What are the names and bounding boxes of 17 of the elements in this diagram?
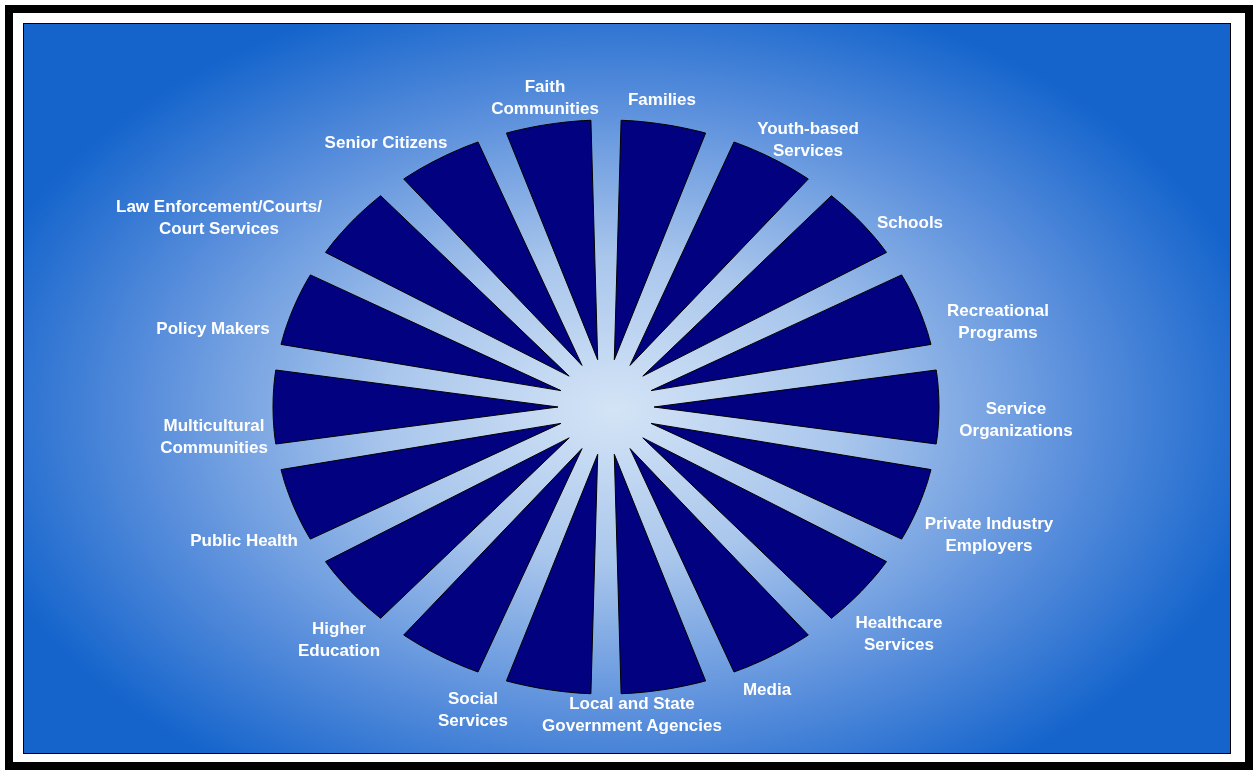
segment-label: Media — [741, 679, 793, 701]
segment-label: Private Industry Employers — [923, 513, 1055, 557]
segment-label: Healthcare Services — [854, 612, 944, 656]
segment-label: Law Enforcement/Courts/ Court Services — [115, 196, 323, 240]
segment-label: Multicultural Communities — [159, 415, 269, 459]
segment-label: Service Organizations — [958, 398, 1074, 442]
segment-label: Social Services — [437, 688, 509, 732]
segment-label: Higher Education — [296, 618, 382, 662]
segment-label: Families — [626, 89, 697, 111]
segment-label: Senior Citizens — [323, 132, 449, 154]
segment-label: Policy Makers — [155, 318, 271, 340]
segment-label: Youth-based Services — [756, 118, 860, 162]
segment-label: Public Health — [189, 530, 299, 552]
segment-label: Recreational Programs — [945, 300, 1050, 344]
segment-label: Faith Communities — [490, 76, 600, 120]
segment-label: Schools — [875, 212, 945, 234]
segment-label: Local and State Government Agencies — [541, 693, 723, 737]
